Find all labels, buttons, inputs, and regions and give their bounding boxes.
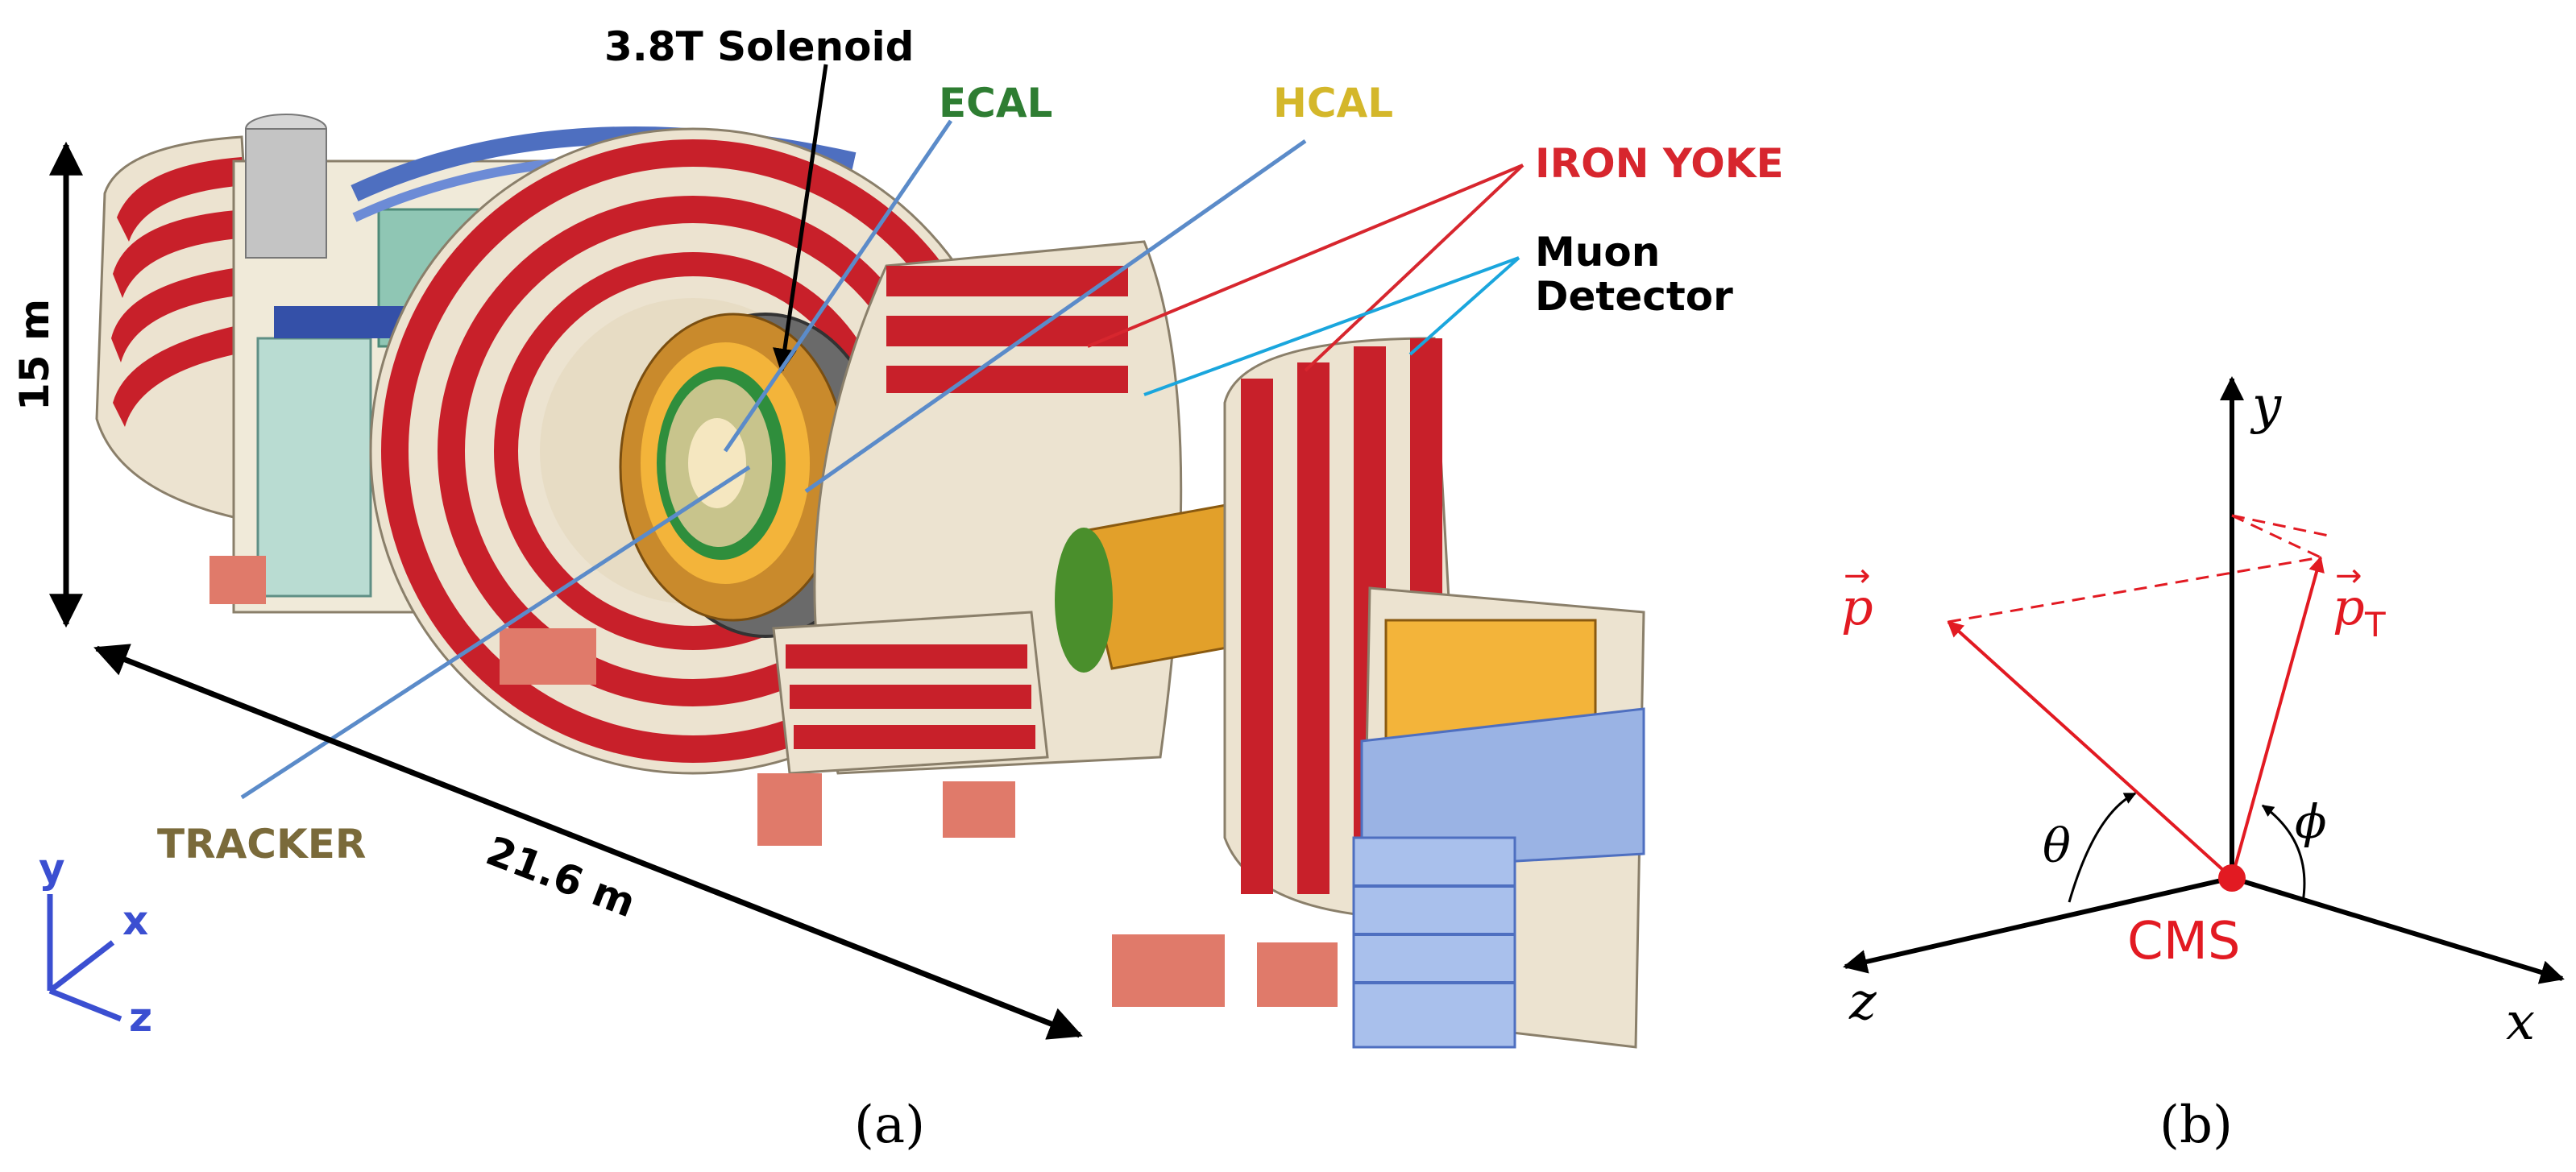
dashed-projection [1948,556,2321,623]
axis-triad: y x z [39,845,152,1041]
detector-illustration [95,114,1645,1049]
ecal-leader [723,119,953,453]
phi-label: ϕ [2295,794,2327,849]
label-tracker: TRACKER [157,821,366,868]
theta-arc [2068,792,2137,903]
label-muon: Muon [1535,229,1660,275]
iron-yoke-leader-1 [1087,164,1524,348]
iron-yoke-leader-2 [1304,164,1524,372]
pt-label: p [2333,578,2365,636]
theta-label: θ [2043,818,2071,873]
p-arrow-accent: → [1844,557,1871,594]
hcal-leader [804,139,1307,494]
y-axis-label: y [2250,376,2282,436]
pt-subscript: T [2364,605,2386,644]
platform [1352,586,1645,1049]
pt-arrow-accent: → [2335,557,2362,594]
phi-arc [2261,804,2306,903]
muon-leader-1 [1143,256,1520,396]
muon-leader-2 [1408,256,1520,356]
label-height: 15 m [11,299,58,411]
origin-label: CMS [2127,912,2241,971]
dimensions [49,141,1083,1040]
panel-a-labels: 3.8T Solenoid ECAL HCAL IRON YOKE Muon D… [11,23,1784,926]
triad-y-label: y [39,845,65,892]
dashed-top [2231,514,2321,559]
x-axis [2231,876,2565,984]
length-arrow [93,644,1083,1040]
z-axis-label: z [1848,972,1877,1032]
label-solenoid: 3.8T Solenoid [604,23,914,70]
caption-a: (a) [854,1095,925,1155]
caption-b: (b) [2159,1095,2233,1155]
p-label: p [1841,578,1873,636]
coordinate-diagram: y z x p → p → T θ ϕ CMS [1841,376,2565,1052]
origin-point [2218,864,2246,892]
triad-z-label: z [129,994,152,1041]
label-length: 21.6 m [480,827,642,926]
p-vector [1947,620,2234,880]
triad-x-label: x [122,897,148,944]
label-hcal: HCAL [1273,80,1393,126]
label-ecal: ECAL [939,80,1052,126]
solenoid-leader [773,64,828,373]
triad-x-axis [48,940,115,993]
triad-z-axis [48,988,122,1022]
dashed-top-2 [2231,514,2329,537]
x-axis-label: x [2506,992,2535,1052]
label-iron-yoke: IRON YOKE [1535,140,1784,187]
pt-vector [2230,556,2325,879]
label-detector: Detector [1535,273,1733,320]
z-axis [1843,876,2233,974]
